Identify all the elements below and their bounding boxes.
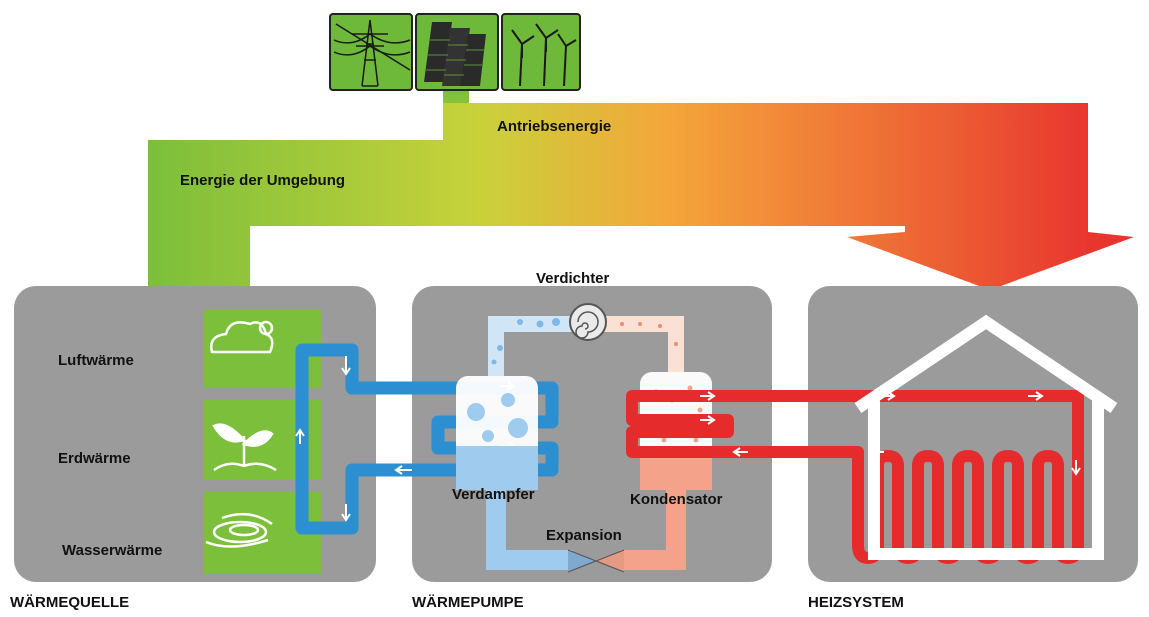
condenser-label: Kondensator xyxy=(630,491,723,508)
ambient-energy-label: Energie der Umgebung xyxy=(180,172,346,189)
evaporator xyxy=(456,376,572,570)
source-air-label: Luftwärme xyxy=(58,352,134,369)
water-swirl-icon xyxy=(205,512,273,548)
cloud-icon xyxy=(210,320,274,354)
energy-source-icons xyxy=(329,13,581,91)
expansion-label: Expansion xyxy=(546,527,622,544)
compressor-icon xyxy=(569,303,607,341)
pump-section-title: WÄRMEPUMPE xyxy=(412,594,524,611)
sprout-icon xyxy=(212,423,277,472)
drive-energy-label: Antriebsenergie xyxy=(497,118,612,135)
source-section-title: WÄRMEQUELLE xyxy=(10,594,130,611)
compressor-label: Verdichter xyxy=(536,270,610,287)
solar-panel-icon xyxy=(415,13,499,91)
blue-pipes xyxy=(295,343,559,535)
source-panel xyxy=(14,286,376,582)
expansion-valve-icon xyxy=(567,549,625,573)
heating-section-title: HEIZSYSTEM xyxy=(808,594,904,611)
energy-flow-band xyxy=(148,90,1134,290)
source-water-label: Wasserwärme xyxy=(62,542,163,559)
red-pipes xyxy=(626,390,1084,564)
wind-turbine-icon xyxy=(501,13,581,91)
red-arrows xyxy=(700,391,1081,476)
house-icon xyxy=(854,314,1118,560)
source-ground-label: Erdwärme xyxy=(58,450,131,467)
power-pylon-icon xyxy=(329,13,413,91)
evaporator-label: Verdampfer xyxy=(452,486,535,503)
compressor-loop xyxy=(488,303,684,376)
